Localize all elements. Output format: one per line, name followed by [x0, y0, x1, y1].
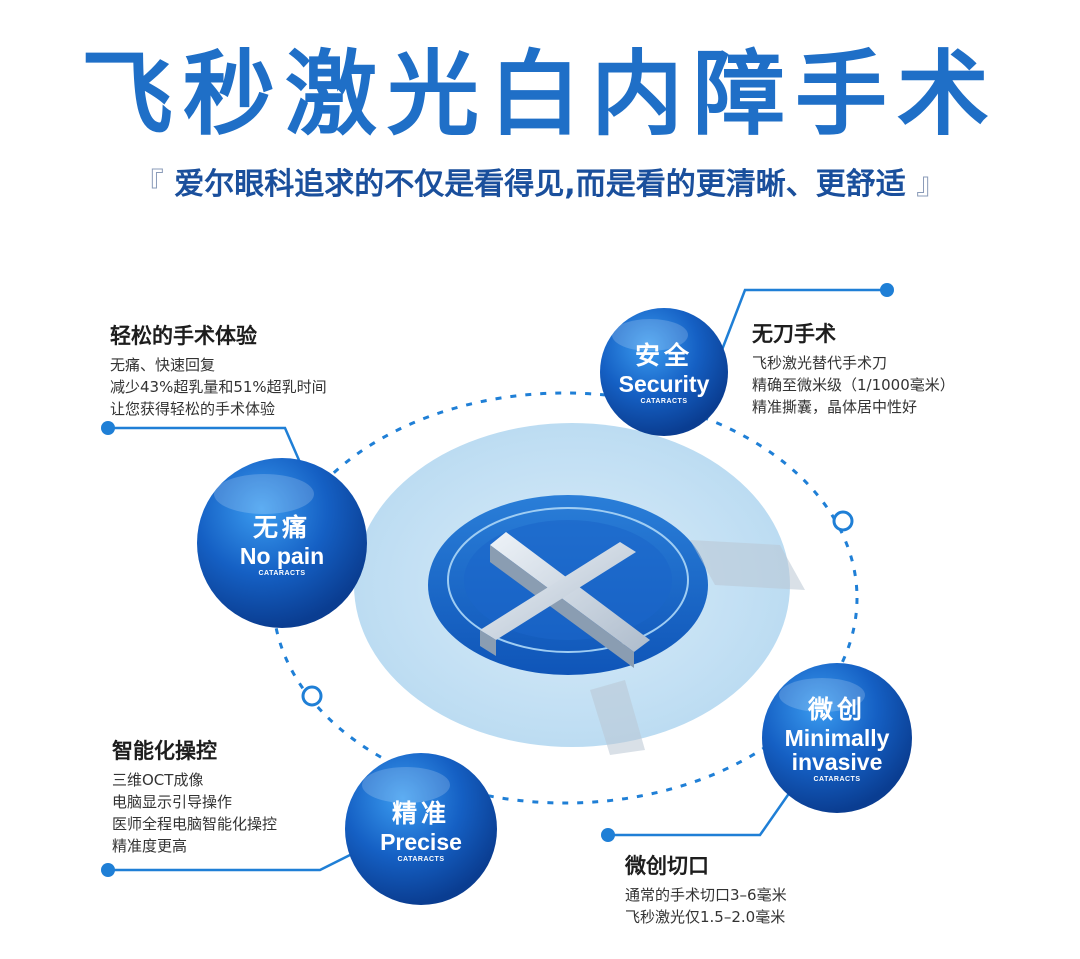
security-description: 无刀手术 飞秒激光替代手术刀 精确至微米级（1/1000毫米） 精准撕囊，晶体居… [752, 318, 955, 418]
page-subtitle: 『 爱尔眼科追求的不仅是看得见,而是看的更清晰、更舒适 』 [0, 163, 1080, 207]
security-line: 精确至微米级（1/1000毫米） [752, 376, 955, 394]
precise-line: 三维OCT成像 [112, 771, 204, 789]
precise-heading: 智能化操控 [112, 739, 217, 763]
minimally-en-1: Minimally [784, 725, 890, 751]
subtitle-bracket-close: 』 [916, 167, 947, 202]
lens-ring [447, 507, 689, 653]
nopain-line: 让您获得轻松的手术体验 [110, 400, 276, 418]
security-tag: CATARACTS [640, 398, 688, 405]
minimally-heading: 微创切口 [625, 854, 709, 878]
page-title: 飞秒激光白内障手术 [80, 41, 999, 148]
minimally-tag: CATARACTS [813, 776, 861, 783]
security-line: 飞秒激光替代手术刀 [752, 354, 888, 372]
security-cn: 安全 [634, 342, 693, 370]
precise-line: 电脑显示引导操作 [112, 793, 233, 811]
minimally-line: 飞秒激光仅1.5–2.0毫米 [625, 908, 786, 926]
sphere-security [600, 308, 728, 436]
minimally-cn: 微创 [807, 696, 866, 724]
nopain-cn: 无痛 [252, 514, 311, 542]
precise-description: 智能化操控 三维OCT成像 电脑显示引导操作 医师全程电脑智能化操控 精准度更高 [112, 735, 277, 857]
nopain-label: 无痛 No pain CATARACTS [217, 508, 347, 577]
nopain-line: 无痛、快速回复 [110, 356, 216, 374]
incision-cross [480, 532, 805, 755]
nopain-description: 轻松的手术体验 无痛、快速回复 减少43%超乳量和51%超乳时间 让您获得轻松的… [110, 320, 327, 420]
nopain-line: 减少43%超乳量和51%超乳时间 [110, 378, 327, 396]
orbit-ring-right [832, 510, 854, 532]
connector-precise [108, 848, 361, 872]
minimally-label: 微创 Minimally invasive CATARACTS [772, 690, 902, 783]
security-line: 精准撕囊，晶体居中性好 [752, 398, 918, 416]
security-en: Security [618, 371, 710, 397]
sphere-precise [345, 753, 497, 905]
security-label: 安全 Security CATARACTS [604, 336, 724, 405]
precise-label: 精准 Precise CATARACTS [361, 794, 481, 863]
precise-tag: CATARACTS [397, 856, 445, 863]
connector-security [718, 288, 887, 356]
nopain-tag: CATARACTS [258, 570, 306, 577]
nopain-en: No pain [239, 543, 325, 569]
orbit-ring-left [301, 685, 323, 707]
minimally-en-2: invasive [791, 749, 883, 775]
subtitle-text: 爱尔眼科追求的不仅是看得见,而是看的更清晰、更舒适 [174, 167, 906, 202]
precise-line: 精准度更高 [112, 837, 188, 855]
security-heading: 无刀手术 [752, 322, 836, 346]
precise-line: 医师全程电脑智能化操控 [112, 815, 278, 833]
connector-minimally [608, 791, 792, 837]
sphere-minimally [762, 663, 912, 813]
precise-en: Precise [380, 829, 462, 855]
precise-cn: 精准 [391, 800, 450, 828]
minimally-description: 微创切口 通常的手术切口3–6毫米 飞秒激光仅1.5–2.0毫米 [625, 850, 787, 928]
dashed-orbit [271, 391, 859, 805]
sphere-nopain [197, 458, 367, 628]
nopain-heading: 轻松的手术体验 [110, 324, 257, 348]
minimally-line: 通常的手术切口3–6毫米 [625, 886, 787, 904]
subtitle-bracket-open: 『 [133, 167, 164, 202]
